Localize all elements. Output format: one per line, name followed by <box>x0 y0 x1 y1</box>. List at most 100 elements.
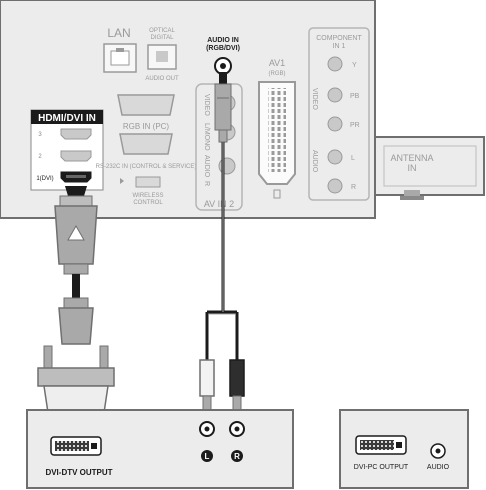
hdmi-plug-strain <box>63 263 89 275</box>
rgb-in-icon <box>117 94 175 116</box>
hdmi-dvi-in-block: HDMI/DVI IN 3 2 1(DVI) <box>30 109 104 191</box>
pc-audio-jack-center <box>435 448 441 454</box>
hdmi-direction-arrow-icon <box>67 224 85 241</box>
lan-jack-icon <box>110 50 130 66</box>
hdmi-port2-label: 2 <box>38 154 42 160</box>
r-badge-icon <box>231 450 243 462</box>
rca-jack-r-center <box>234 426 240 432</box>
tv-back-panel: LAN OPTICAL DIGITAL AUDIO OUT AUDIO IN (… <box>0 0 376 219</box>
dvi-dtv-output-label: DVI-DTV OUTPUT <box>45 468 112 477</box>
rgb-in-port: RGB IN (PC) <box>117 94 175 131</box>
av1-scart-port: AV1 (RGB) <box>258 58 296 199</box>
av2-side-video: VIDEO <box>203 94 210 116</box>
component-frame <box>308 27 370 201</box>
wireless-label-2: CONTROL <box>133 200 163 206</box>
audio-in-jack-center <box>220 63 226 69</box>
l-badge-label: L <box>205 452 210 461</box>
optical-label-2: DIGITAL <box>151 35 175 41</box>
scart-pins <box>268 88 286 172</box>
lan-label: LAN <box>107 26 130 40</box>
rs232c-icon <box>119 133 173 155</box>
hdmi-port3-label: 3 <box>38 132 42 138</box>
dvi-plug-strain <box>63 297 89 309</box>
av2-r-jack-icon <box>218 157 236 175</box>
av2-side-lmono: L/MONO <box>203 123 210 151</box>
hdmi-to-dvi-cable <box>37 186 115 427</box>
dvi-dtv-port-pins <box>55 441 89 451</box>
antenna-connector-icon <box>404 190 420 200</box>
component-pb-jack-icon <box>327 87 343 103</box>
pc-audio-label: AUDIO <box>427 464 450 471</box>
dtv-source-box: DVI-DTV OUTPUT L R <box>26 409 294 489</box>
component-label-2: IN 1 <box>333 43 346 50</box>
hdmi-plug-collar <box>59 195 93 207</box>
rca-plug-left-white <box>199 359 215 397</box>
component-side-video: VIDEO <box>311 88 318 110</box>
hdmi-port2-icon <box>60 150 92 162</box>
audio-in-label-1: AUDIO IN <box>207 37 239 44</box>
wireless-arrow-icon <box>120 178 124 184</box>
audio-minijack-tip <box>219 72 227 84</box>
hdmi-cable-wire <box>72 274 80 298</box>
dvi-plug-head <box>37 367 115 387</box>
dvi-pc-port-blade <box>396 442 402 448</box>
av2-side-r: R <box>203 181 210 186</box>
wireless-label-1: WIRELESS <box>132 193 163 199</box>
component-r-jack-icon <box>327 178 343 194</box>
rs232c-label: RS-232C IN (CONTROL & SERVICE) <box>96 164 197 170</box>
antenna-frame <box>374 136 485 196</box>
rgb-in-label: RGB IN (PC) <box>123 122 170 131</box>
dvi-screw-right <box>99 345 109 369</box>
av1-label-2: (RGB) <box>269 71 286 77</box>
component-pb-label: PB <box>350 93 360 100</box>
hdmi-title-bar <box>31 110 103 124</box>
component-y-jack-icon <box>327 56 343 72</box>
component-l-jack-icon <box>327 149 343 165</box>
hdmi-port3-icon <box>60 128 92 140</box>
l-badge-icon <box>201 450 213 462</box>
component-y-label: Y <box>352 62 357 69</box>
av-in-2-label: AV IN 2 <box>204 199 234 209</box>
dvi-plug-neck <box>58 307 94 345</box>
component-label-1: COMPONENT <box>316 35 362 42</box>
component-r-label: R <box>351 184 356 191</box>
rca-plug-right-red <box>229 359 245 397</box>
antenna-label-1: ANTENNA <box>390 153 433 163</box>
antenna-in-box: ANTENNA IN <box>374 136 485 200</box>
hdmi-port1-slot <box>66 175 86 178</box>
dvi-dtv-port-blade <box>91 443 97 449</box>
av1-label-1: AV1 <box>269 58 285 68</box>
r-badge-label: R <box>234 452 240 461</box>
hdmi-title: HDMI/DVI IN <box>38 113 96 124</box>
audio-minijack-strain <box>218 129 228 143</box>
component-l-label: L <box>351 155 355 162</box>
optical-port: OPTICAL DIGITAL AUDIO OUT <box>145 28 179 82</box>
scart-ground-icon <box>273 189 281 199</box>
audio-cable-highlight <box>209 142 235 315</box>
dvi-pc-port-pins <box>360 440 394 450</box>
component-in-1-block: COMPONENT IN 1 VIDEO AUDIO Y PB PR L R <box>308 27 370 201</box>
optical-jack-icon <box>156 51 168 62</box>
audio-out-label: AUDIO OUT <box>145 76 179 82</box>
lan-jack-tab <box>116 48 124 52</box>
hdmi-port1-label: 1(DVI) <box>36 176 53 182</box>
dvi-pc-output-label: DVI-PC OUTPUT <box>354 464 409 471</box>
antenna-label-2: IN <box>408 163 417 173</box>
rca-jack-l-center <box>204 426 210 432</box>
component-pr-label: PR <box>350 122 360 129</box>
wireless-control-port: WIRELESS CONTROL <box>120 176 164 206</box>
rs232c-port: RS-232C IN (CONTROL & SERVICE) <box>96 133 197 170</box>
audio-in-label-2: (RGB/DVI) <box>206 45 240 52</box>
wireless-port-icon <box>135 176 161 188</box>
pc-source-box: DVI-PC OUTPUT AUDIO <box>339 409 469 489</box>
hdmi-plug-tip <box>65 186 87 196</box>
optical-label-1: OPTICAL <box>149 28 175 34</box>
antenna-inner-frame <box>383 145 477 187</box>
audio-rca-cable <box>199 72 245 417</box>
antenna-connector-base <box>400 196 424 200</box>
component-side-audio: AUDIO <box>311 150 318 173</box>
lan-port: LAN <box>103 26 137 73</box>
dvi-screw-left <box>43 345 53 369</box>
